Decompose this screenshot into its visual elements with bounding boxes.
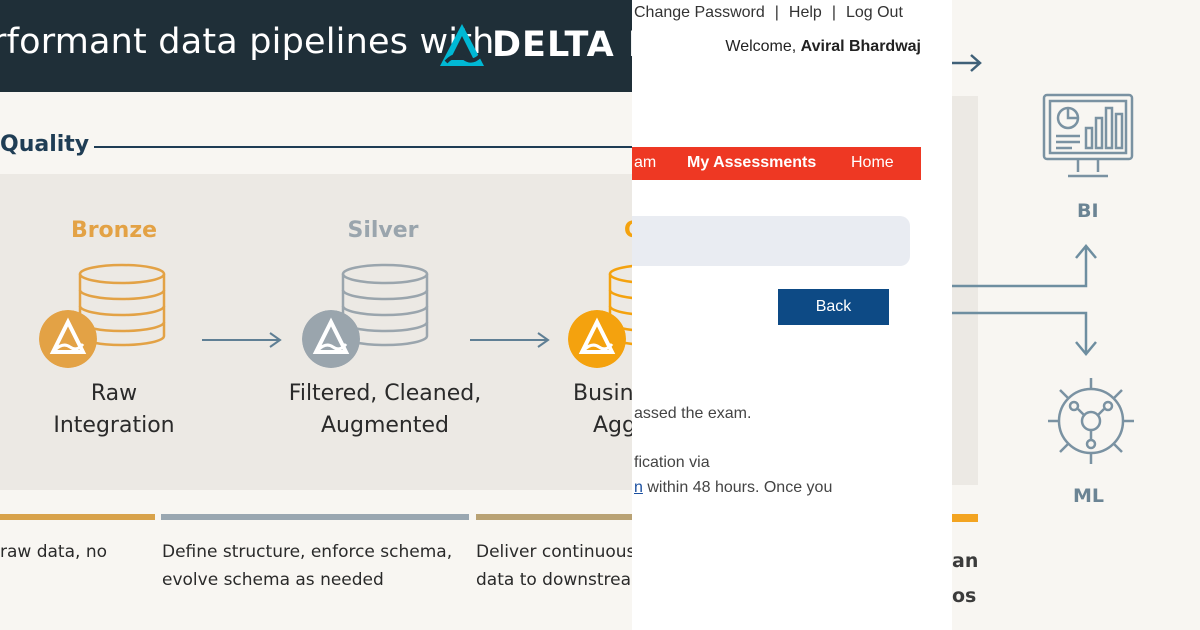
architecture-diagram: BI ML an os (952, 0, 1200, 630)
separator: | (774, 4, 779, 21)
description-line: raw data, no (0, 542, 107, 562)
text-fragment: os (952, 585, 977, 607)
arrow-right-icon (470, 332, 550, 348)
message-line: assed the exam. (634, 405, 752, 422)
message-link[interactable]: n (634, 479, 643, 496)
delta-lake-logo-icon (440, 24, 484, 66)
bi-dashboard-icon (1042, 93, 1134, 178)
delta-lake-infographic: rformant data pipelines with DELTA LAKE … (0, 0, 632, 594)
bi-label: BI (1077, 200, 1099, 222)
gold-description: Deliver continuous data to downstrea (476, 538, 632, 594)
tier-desc-line: Raw (90, 381, 138, 406)
welcome-message: Welcome, Aviral Bhardwaj (725, 38, 921, 56)
tier-title-silver: Silver (347, 218, 419, 243)
ml-gear-icon (1048, 378, 1134, 464)
tier-desc-line: Augmented (321, 413, 449, 438)
assessment-web-page: Change Password | Help | Log Out Welcome, Av… (632, 0, 952, 630)
description-line: Deliver continuous (476, 542, 632, 562)
message-line: fication via (634, 454, 710, 471)
description-line: data to downstrea (476, 570, 632, 590)
text-fragment: an (952, 550, 979, 572)
bronze-bar (0, 514, 155, 520)
section-heading: Quality (0, 132, 90, 157)
description-line: evolve schema as needed (162, 570, 384, 590)
message-text: within 48 hours. Once you (642, 479, 833, 496)
back-button[interactable]: Back (778, 289, 889, 325)
ml-label: ML (1073, 485, 1105, 507)
tier-desc-gold: Busin Agg (573, 378, 632, 442)
tier-desc-line: Integration (53, 413, 175, 438)
tier-desc-line: Agg (593, 413, 632, 438)
message-line: n within 48 hours. Once you (634, 479, 832, 497)
top-banner: rformant data pipelines with DELTA LAKE (0, 0, 632, 92)
nav-item-my-assessments[interactable]: My Assessments (687, 154, 817, 171)
delta-lake-wordmark: DELTA LAKE (492, 25, 632, 65)
info-field[interactable] (632, 216, 910, 266)
connector-lines (952, 244, 1097, 356)
diagram-panel (952, 96, 978, 485)
tier-desc-line: Filtered, Cleaned, (288, 381, 482, 406)
delta-badge-icon (39, 310, 97, 368)
delta-badge-icon (568, 310, 626, 368)
tier-desc-line: Busin (573, 381, 632, 406)
description-line: Define structure, enforce schema, (162, 542, 453, 562)
bronze-description: raw data, no (0, 538, 107, 566)
banner-title: rformant data pipelines with (0, 22, 495, 62)
gold-bar (476, 514, 632, 520)
orange-bar (952, 514, 978, 522)
nav-item-exam[interactable]: am (634, 154, 657, 171)
nav-item-home[interactable]: Home (851, 154, 894, 171)
welcome-prefix: Welcome, (725, 38, 801, 55)
change-password-link[interactable]: Change Password (634, 4, 765, 21)
silver-bar (161, 514, 469, 520)
main-nav-bar: am My Assessments Home (632, 147, 921, 180)
tier-title-bronze: Bronze (70, 218, 158, 243)
delta-badge-icon (302, 310, 360, 368)
arrow-right-icon (952, 54, 982, 72)
separator: | (831, 4, 836, 21)
tier-desc-bronze: Raw Integration (24, 378, 204, 442)
user-name: Aviral Bhardwaj (800, 38, 921, 55)
tier-title-gold: G (624, 218, 632, 243)
tier-desc-silver: Filtered, Cleaned, Augmented (275, 378, 495, 442)
arrow-right-icon (202, 332, 282, 348)
heading-rule (94, 146, 632, 148)
top-links: Change Password | Help | Log Out (634, 4, 903, 22)
silver-description: Define structure, enforce schema, evolve… (162, 538, 452, 594)
help-link[interactable]: Help (788, 4, 822, 21)
log-out-link[interactable]: Log Out (845, 4, 903, 21)
